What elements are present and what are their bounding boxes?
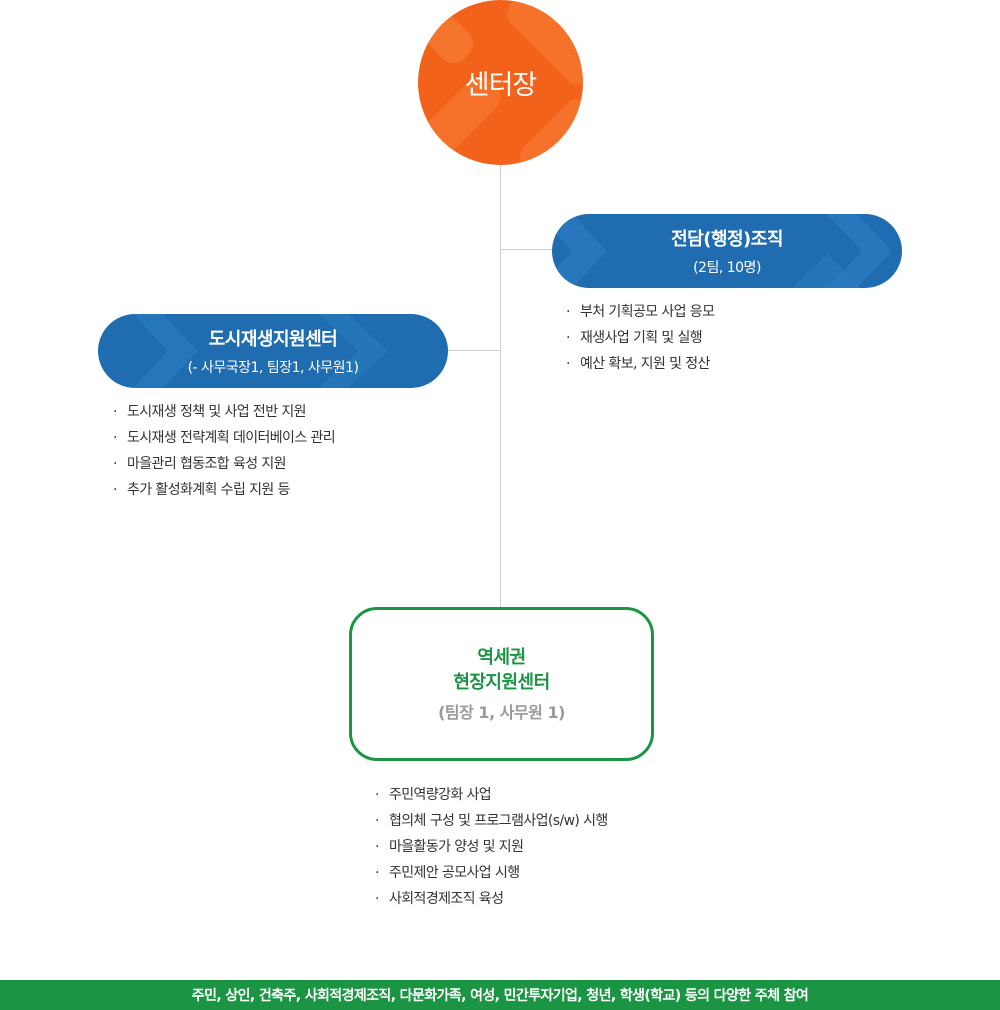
list-item: ·도시재생 정책 및 사업 전반 지원: [113, 404, 306, 420]
station-center-duties: ·주민역량강화 사업 ·협의체 구성 및 프로그램사업(s/w) 시행 ·마을활…: [375, 782, 608, 912]
admin-unit-duties: ·부처 기획공모 사업 응모 ·재생사업 기획 및 실행 ·예산 확보, 지원 …: [566, 299, 715, 377]
list-item: ·마을관리 협동조합 육성 지원: [113, 456, 287, 472]
list-item: ·주민역량강화 사업: [375, 787, 492, 803]
admin-unit-node: 전담(행정)조직 (2팀, 10명): [552, 214, 902, 288]
list-item: ·주민제안 공모사업 시행: [375, 865, 520, 881]
admin-unit-title: 전담(행정)조직: [671, 229, 783, 250]
pill-pattern-decoration: [132, 314, 388, 388]
regen-center-node: 도시재생지원센터 (- 사무국장1, 팀장1, 사무원1): [98, 314, 448, 388]
regen-center-duties: ·도시재생 정책 및 사업 전반 지원 ·도시재생 전략계획 데이터베이스 관리…: [113, 399, 336, 503]
list-item: ·마을활동가 양성 및 지원: [375, 839, 524, 855]
list-item: ·추가 활성화계획 수립 지원 등: [113, 482, 290, 498]
station-center-title-line2: 현장지원센터: [453, 672, 550, 693]
circle-pattern-decoration: [418, 0, 583, 165]
admin-unit-subtitle: (2팀, 10명): [693, 260, 761, 276]
pill-pattern-decoration: [552, 214, 892, 288]
list-item: ·도시재생 전략계획 데이터베이스 관리: [113, 430, 336, 446]
regen-center-subtitle: (- 사무국장1, 팀장1, 사무원1): [187, 360, 359, 376]
participation-banner: 주민, 상인, 건축주, 사회적경제조직, 다문화가족, 여성, 민간투자기업,…: [0, 980, 1000, 1010]
station-center-subtitle: (팀장 1, 사무원 1): [438, 703, 565, 722]
connector-vertical: [500, 160, 501, 608]
station-center-title-line1: 역세권: [477, 647, 526, 668]
list-item: ·사회적경제조직 육성: [375, 891, 504, 907]
regen-center-title: 도시재생지원센터: [208, 329, 338, 350]
center-director-node: 센터장: [418, 0, 583, 165]
connector-to-admin-unit: [500, 249, 554, 250]
list-item: ·재생사업 기획 및 실행: [566, 330, 703, 346]
participation-banner-text: 주민, 상인, 건축주, 사회적경제조직, 다문화가족, 여성, 민간투자기업,…: [191, 988, 809, 1004]
station-center-node: 역세권 현장지원센터 (팀장 1, 사무원 1): [349, 607, 654, 761]
list-item: ·부처 기획공모 사업 응모: [566, 304, 715, 320]
connector-to-regen-center: [446, 350, 501, 351]
list-item: ·예산 확보, 지원 및 정산: [566, 356, 710, 372]
center-director-title: 센터장: [464, 70, 538, 101]
list-item: ·협의체 구성 및 프로그램사업(s/w) 시행: [375, 813, 608, 829]
